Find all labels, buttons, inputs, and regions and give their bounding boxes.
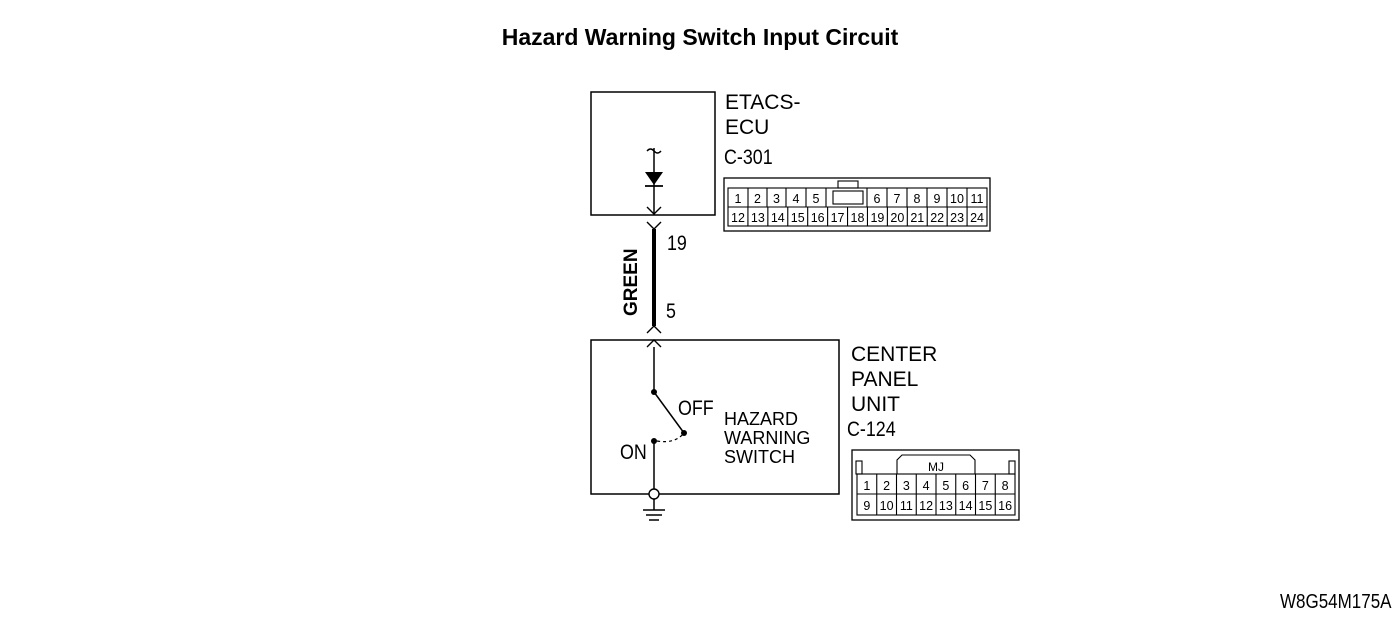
- center-panel-connector-id: C-124: [847, 418, 896, 441]
- pin-label: 11: [971, 192, 984, 206]
- connector-chevron-icon: [646, 206, 662, 215]
- pin-label: 5: [813, 192, 820, 206]
- pin-label: 20: [890, 211, 904, 225]
- pin-label: 14: [959, 499, 973, 513]
- center-panel-name-line3: UNIT: [851, 393, 900, 416]
- connector-c124-tag: MJ: [928, 460, 944, 474]
- switch-on-label: ON: [620, 441, 647, 464]
- etacs-ecu-box: [590, 91, 716, 216]
- pin-label: 24: [970, 211, 984, 225]
- tilde-icon: [646, 148, 662, 154]
- switch-blade: [653, 391, 685, 434]
- pin-label: 15: [978, 499, 992, 513]
- etacs-connector-id: C-301: [724, 146, 773, 169]
- pin-label: 7: [982, 479, 989, 493]
- pin-label: 13: [751, 211, 765, 225]
- pin-label: 4: [793, 192, 800, 206]
- pin-label: 1: [735, 192, 742, 206]
- switch-name-line3: SWITCH: [724, 447, 795, 467]
- pin-label: 12: [919, 499, 933, 513]
- switch-name-line1: HAZARD: [724, 409, 799, 429]
- pin-label: 16: [998, 499, 1012, 513]
- pin-label: 12: [731, 211, 745, 225]
- ground-terminal-icon: [648, 488, 660, 500]
- pin-label: 1: [863, 479, 870, 493]
- pin-label: 16: [811, 211, 825, 225]
- etacs-ecu-name-line1: ETACS-: [725, 91, 801, 114]
- center-panel-name-line1: CENTER: [851, 343, 938, 366]
- connector-chevron-icon: [646, 325, 662, 334]
- pin-label: 18: [851, 211, 865, 225]
- pin-label: 9: [863, 499, 870, 513]
- pin-label: 3: [903, 479, 910, 493]
- switch-name-line2: WARNING: [724, 428, 811, 448]
- pin-label: 4: [923, 479, 930, 493]
- pin-label: 7: [894, 192, 901, 206]
- pin-label: 17: [831, 211, 845, 225]
- pin-label: 13: [939, 499, 953, 513]
- pin-label: 22: [930, 211, 944, 225]
- pin-label: 6: [874, 192, 881, 206]
- pin-label: 9: [934, 192, 941, 206]
- pin-label: 15: [791, 211, 805, 225]
- pin-label: 21: [910, 211, 924, 225]
- switch-travel-path: [656, 432, 685, 443]
- pin-label: 2: [883, 479, 890, 493]
- diagram-title: Hazard Warning Switch Input Circuit: [501, 24, 899, 50]
- pin-label: 11: [900, 499, 913, 513]
- pin-label: 10: [880, 499, 894, 513]
- switch-off-label: OFF: [678, 397, 714, 420]
- pin-label: 5: [942, 479, 949, 493]
- etacs-pin-number: 19: [667, 232, 687, 255]
- pin-label: 14: [771, 211, 785, 225]
- pin-label: 10: [950, 192, 964, 206]
- center-panel-box: [590, 339, 840, 495]
- wire-color-label: GREEN: [621, 248, 642, 316]
- pin-label: 8: [1002, 479, 1009, 493]
- etacs-ecu-name-line2: ECU: [725, 116, 770, 139]
- pin-label: 8: [914, 192, 921, 206]
- center-panel-pin-number: 5: [666, 300, 676, 323]
- figure-id: W8G54M175A: [1280, 591, 1392, 613]
- pin-label: 3: [773, 192, 780, 206]
- diode-icon: [645, 172, 663, 185]
- pin-label: 19: [870, 211, 884, 225]
- pin-label: 23: [950, 211, 964, 225]
- pin-label: 2: [754, 192, 761, 206]
- center-panel-name-line2: PANEL: [851, 368, 919, 391]
- pin-label: 6: [962, 479, 969, 493]
